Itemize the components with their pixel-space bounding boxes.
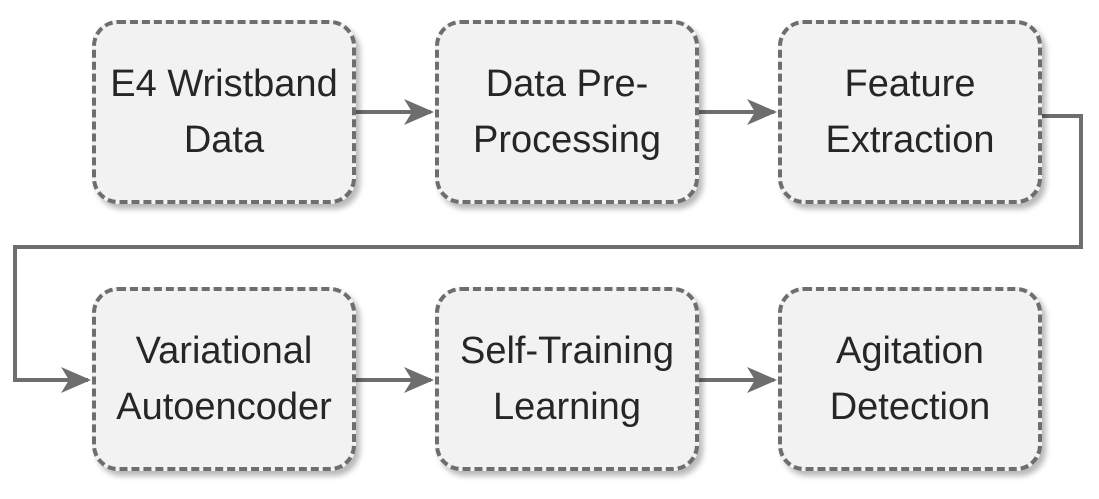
arrowhead-n4 [61, 367, 91, 393]
node-self-training-learning: Self-Training Learning [435, 287, 699, 471]
node-label-line: Autoencoder [116, 386, 332, 428]
arrowhead-n5 [404, 367, 434, 393]
node-e4-wristband-data: E4 Wristband Data [92, 20, 356, 204]
node-label-line: Processing [473, 119, 661, 161]
node-label-line: Agitation [836, 330, 984, 372]
node-agitation-detection: Agitation Detection [778, 287, 1042, 471]
node-label-line: Data Pre- [485, 63, 649, 105]
node-label-line: Data [183, 119, 265, 161]
arrowhead-n2 [404, 99, 434, 125]
node-label-line: Self-Training [459, 330, 674, 372]
arrowhead-n6 [747, 367, 777, 393]
node-label-line: Extraction [825, 119, 995, 161]
node-data-preprocessing: Data Pre- Processing [435, 20, 699, 204]
node-variational-autoencoder: Variational Autoencoder [92, 287, 356, 471]
node-label-line: Feature [844, 63, 976, 105]
node-label-line: Variational [135, 330, 313, 372]
node-feature-extraction: Feature Extraction [778, 20, 1042, 204]
arrow-n3-to-n4 [13, 114, 1083, 382]
node-label-line: Learning [493, 386, 641, 428]
node-label-line: Detection [829, 386, 991, 428]
node-label-line: E4 Wristband [110, 63, 338, 105]
arrowhead-n3 [747, 99, 777, 125]
